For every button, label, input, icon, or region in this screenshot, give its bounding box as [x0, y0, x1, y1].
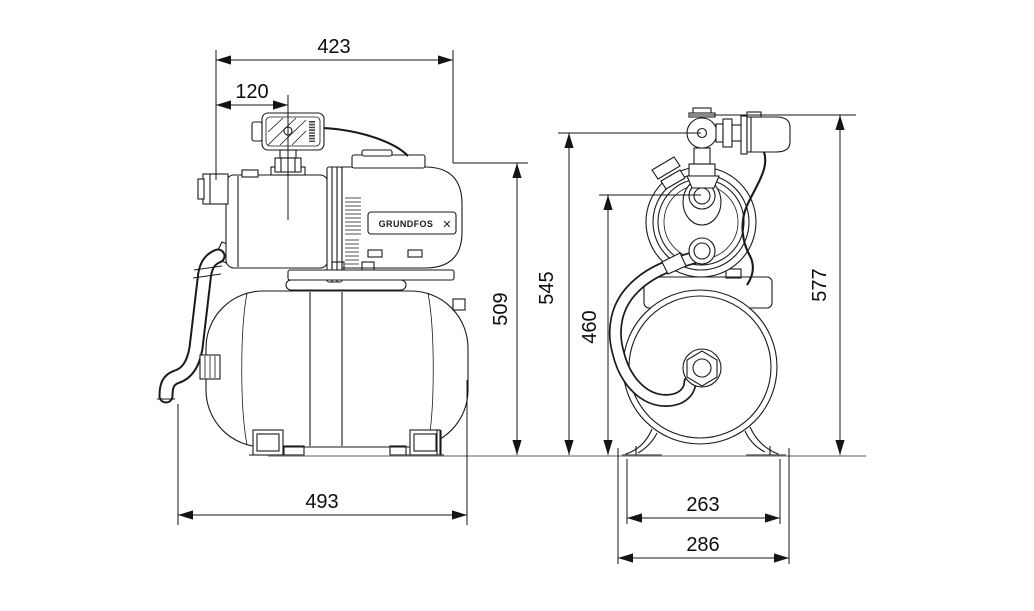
dim-overall-length: 423: [215, 36, 454, 180]
grundfos-logo-mark-icon: ✕: [442, 218, 451, 231]
clamp-lug: [651, 156, 681, 180]
tee-fitting: [686, 107, 718, 149]
riser-union-nut: [688, 163, 716, 177]
power-cable-side: [322, 126, 409, 157]
dim-pipe-center-height-value: 545: [536, 271, 558, 304]
dim-base-length: 493: [177, 380, 468, 525]
tank-leg-right: [744, 426, 786, 456]
nameplate: [367, 211, 457, 235]
tank-label-tab: [389, 445, 407, 456]
motor-flange: [326, 166, 343, 283]
pressure-tank-side: [205, 290, 469, 456]
pressure-switch-hatch: [267, 117, 307, 146]
switch-bracket: [740, 115, 748, 155]
motor-fins-lower: [345, 239, 359, 265]
tank-foot-left: [249, 429, 287, 456]
front-view: 545 460 577 263 286: [536, 107, 856, 564]
tank-drain-tab: [283, 445, 305, 456]
switch-side-tab: [251, 121, 263, 142]
terminal-box: [351, 154, 426, 169]
vent-slot: [407, 249, 423, 258]
dim-base-width-value: 286: [686, 534, 719, 556]
grundfos-wordmark: GRUNDFOS: [379, 219, 434, 229]
tank-inlet-fitting: [199, 354, 221, 380]
tank-foot-right: [406, 429, 444, 456]
suction-port: [197, 173, 229, 205]
motor-fins-upper: [345, 197, 361, 235]
tank-weld-seams: [309, 292, 343, 446]
dim-overall-length-value: 423: [317, 36, 350, 58]
dim-foot-span: 263: [626, 459, 781, 524]
saddle-bolt: [725, 268, 742, 279]
dim-pump-height: 509: [453, 162, 528, 455]
flex-hose-front: [608, 249, 707, 407]
dim-overall-height: 577: [809, 115, 845, 455]
tank-center-fitting: [682, 348, 722, 388]
dim-overall-height-value: 577: [809, 268, 831, 301]
side-view: GRUNDFOS ✕ 423: [157, 36, 528, 525]
pressure-switch-front: [715, 111, 791, 155]
drain-plug: [688, 237, 716, 265]
dim-base-length-value: 493: [305, 491, 338, 513]
discharge-boss-front: [686, 175, 720, 189]
base-plate: [287, 269, 455, 281]
power-cable-front: [741, 151, 767, 286]
clamp-lug: [660, 169, 686, 190]
hose-coupling-rings: [192, 265, 223, 279]
dim-suction-port-offset-value: 120: [235, 81, 268, 103]
tank-air-valve: [452, 298, 466, 311]
dim-priming-port-height-value: 460: [579, 310, 601, 343]
motor: GRUNDFOS ✕: [287, 149, 463, 281]
dim-suction-port-offset: 120: [216, 81, 289, 220]
filler-plug: [241, 169, 259, 178]
dim-pump-height-value: 509: [490, 292, 512, 325]
dim-pipe-center-height: 545: [536, 132, 701, 455]
hose-clamp: [661, 252, 687, 275]
riser-pipe: [686, 147, 720, 189]
tank-leg-left: [622, 428, 662, 456]
dim-priming-port-height: 460: [579, 194, 701, 455]
dim-base-width: 286: [617, 448, 790, 564]
terminal-box-cap: [361, 149, 393, 157]
vent-slot: [367, 249, 383, 258]
dim-foot-span-value: 263: [686, 494, 719, 516]
